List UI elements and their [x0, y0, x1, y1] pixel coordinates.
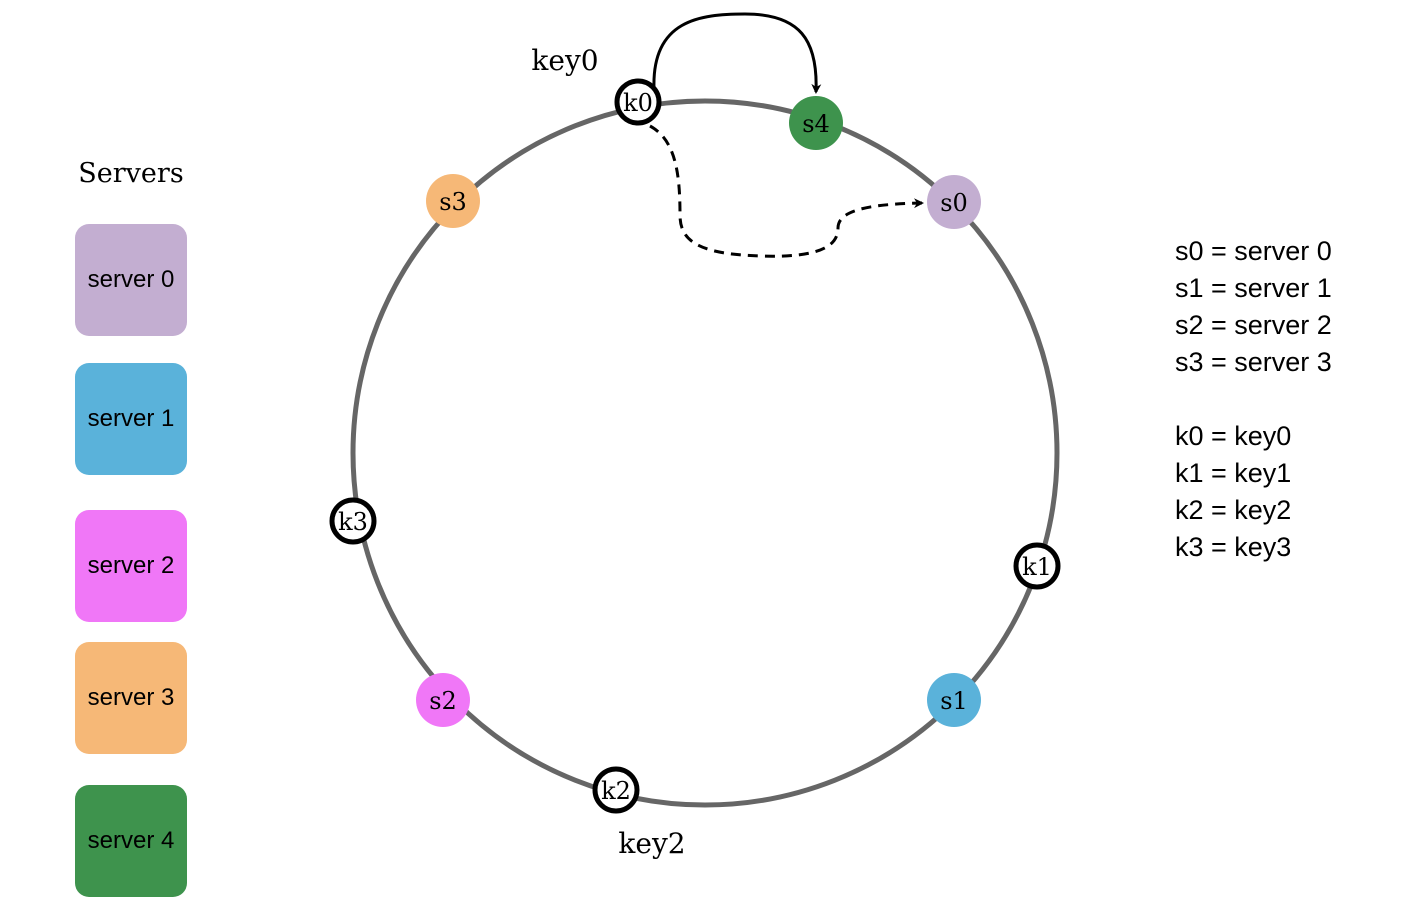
key0-label: key0 — [531, 44, 598, 77]
server-node-s4: s4 — [789, 96, 843, 150]
legend-server-0: server 0 — [75, 224, 187, 336]
server-node-s1-label: s1 — [940, 687, 968, 715]
key-node-k3-ring — [329, 497, 377, 545]
server-node-s4-dot — [789, 96, 843, 150]
key-node-k1-label: k1 — [1022, 553, 1052, 581]
legend-title: Servers — [78, 158, 184, 189]
k0-to-s4-arrow — [652, 12, 822, 94]
mapping-s1: s1 = server 1 — [1175, 273, 1332, 303]
server-node-s3-dot — [426, 174, 480, 228]
server-node-s0: s0 — [927, 175, 981, 229]
server-node-s4-label: s4 — [802, 110, 830, 138]
server-node-s1-dot — [927, 673, 981, 727]
server-node-s3-label: s3 — [439, 188, 467, 216]
key-node-k2-ring — [592, 766, 640, 814]
mapping-k1: k1 = key1 — [1175, 458, 1292, 488]
key2-label: key2 — [618, 827, 685, 860]
key-node-k0-ring — [614, 78, 662, 126]
key-mapping: k0 = key0 k1 = key1 k2 = key2 k3 = key3 — [1175, 418, 1291, 566]
key-node-k2-label: k2 — [601, 777, 631, 805]
server-node-s2-label: s2 — [429, 687, 457, 715]
key-node-k2: k2 — [592, 766, 640, 814]
key-node-k0: k0 — [614, 78, 662, 126]
mapping-k3: k3 = key3 — [1175, 532, 1292, 562]
key-node-k1: k1 — [1013, 542, 1061, 590]
mapping-k2: k2 = key2 — [1175, 495, 1292, 525]
hash-ring — [350, 98, 1060, 808]
legend-server-4: server 4 — [75, 785, 187, 897]
server-node-s1: s1 — [927, 673, 981, 727]
server-node-s2-dot — [416, 673, 470, 727]
mapping-s2: s2 = server 2 — [1175, 310, 1332, 340]
key-node-k3-label: k3 — [338, 508, 368, 536]
legend-server-2: server 2 — [75, 510, 187, 622]
mapping-k0: k0 = key0 — [1175, 421, 1292, 451]
mapping-s0: s0 = server 0 — [1175, 236, 1332, 266]
k0-to-s0-dashed-arrow — [649, 124, 924, 258]
server-node-s0-label: s0 — [940, 189, 968, 217]
key-node-k1-ring — [1013, 542, 1061, 590]
server-node-s0-dot — [927, 175, 981, 229]
server-mapping: s0 = server 0 s1 = server 1 s2 = server … — [1175, 233, 1332, 381]
key-node-k3: k3 — [329, 497, 377, 545]
server-node-s3: s3 — [426, 174, 480, 228]
legend-server-3: server 3 — [75, 642, 187, 754]
legend-server-1: server 1 — [75, 363, 187, 475]
key-node-k0-label: k0 — [623, 89, 653, 117]
server-node-s2: s2 — [416, 673, 470, 727]
mapping-s3: s3 = server 3 — [1175, 347, 1332, 377]
